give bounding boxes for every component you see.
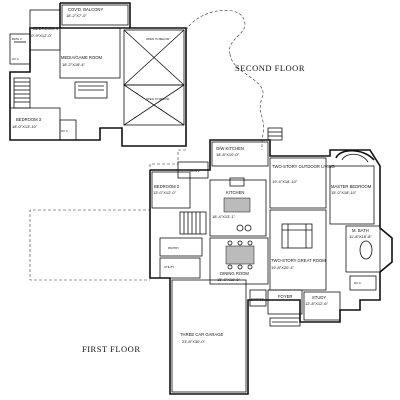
outdoor-label: TWO-STORY OUTDOOR LIVING — [272, 164, 335, 169]
utility-room — [159, 257, 201, 279]
wic-b-room — [59, 119, 77, 141]
bedroom2-label: BEDROOM 2 — [154, 184, 180, 189]
master-bath-dims: 11'-8"X18'-8" — [349, 234, 372, 239]
great-room — [269, 209, 327, 291]
first-floor-title: FIRST FLOOR — [82, 344, 140, 354]
great-room-seating — [281, 223, 313, 249]
kitchen-label: KITCHEN — [226, 190, 244, 195]
kitchen-dims: 18'-4"X13'-1" — [212, 214, 236, 219]
roof-outline — [185, 9, 264, 150]
master-room — [329, 165, 375, 225]
dining-label: DINING ROOM — [220, 271, 249, 276]
powder-room — [249, 289, 267, 307]
second-floor-title: SECOND FLOOR — [235, 63, 305, 73]
study-dims: 12'-8"X12'-6" — [305, 301, 329, 306]
kitchen-island — [223, 197, 251, 213]
dining-room — [209, 237, 269, 285]
media-label: MEDIA/GAME ROOM — [61, 55, 102, 60]
balcony-dims: 18'-2"X7'-0" — [66, 13, 87, 18]
second-floor-plan: COV'D. BALCONY 18'-2"X7'-0" BEDROOM 4 10… — [9, 2, 264, 150]
bath2-label: BATH 2 — [190, 169, 200, 173]
powder-label: POWDER — [251, 297, 264, 301]
outdoor-dims: 19'-4"X18'-10" — [272, 179, 298, 184]
open-below-2-label: OPEN TO BELOW — [146, 97, 170, 101]
kitchen-ow-dims: 18'-8"X10'-0" — [216, 152, 240, 157]
front-steps — [269, 317, 301, 327]
utility-label: UTILITY — [164, 265, 175, 269]
balcony-room — [61, 4, 129, 26]
bedroom3-label: BEDROOM 3 — [16, 117, 42, 122]
second-floor-stairs — [13, 77, 31, 109]
study-label: STUDY — [312, 295, 326, 300]
first-floor-plan: O/W KITCHEN 18'-8"X10'-0" TWO-STORY OUTD… — [29, 127, 393, 395]
foyer-label: FOYER — [278, 294, 292, 299]
bedroom3-dims: 18'-0"X13'-10" — [12, 124, 38, 129]
master-label: MASTER BEDROOM — [331, 184, 372, 189]
bath3-room — [9, 33, 31, 65]
bedroom2-room — [151, 171, 191, 209]
garage-room — [171, 279, 247, 393]
pantry-label: PANTRY — [168, 246, 179, 250]
garage-label: THREE CAR GARAGE — [180, 332, 223, 337]
master-dims: 15'-0"X18'-10" — [331, 190, 357, 195]
bath3-label: BATH 3 — [12, 37, 22, 41]
dining-dims: 15'-8"X18'-6" — [217, 277, 241, 282]
bath2-room — [177, 161, 209, 179]
bedroom2-dims: 13'-0"X12'-0" — [153, 190, 177, 195]
dining-table — [225, 245, 255, 265]
study-room — [303, 291, 341, 321]
open-below-1-label: OPEN TO BELOW — [146, 37, 170, 41]
wic-a-label: W.I.C. — [12, 57, 20, 61]
wic-label: W.I.C. — [354, 281, 362, 285]
master-bath-room — [345, 225, 381, 273]
balcony-label: COV'D. BALCONY — [68, 7, 103, 12]
kitchen-ow-room — [211, 141, 269, 167]
great-label: TWO-STORY GREAT ROOM — [271, 258, 326, 263]
wic-room — [349, 275, 377, 291]
pantry-room — [159, 237, 203, 257]
kitchen-ow-label: O/W KITCHEN — [216, 146, 244, 151]
wic-b-label: W.I.C. — [61, 129, 69, 133]
master-bath-label: M. BATH — [352, 228, 369, 233]
garage-dims: 23'-8"X30'-0" — [182, 339, 206, 344]
kitchen-room — [209, 179, 267, 237]
media-room — [59, 27, 121, 79]
first-floor-stairs — [179, 211, 207, 235]
back-steps — [267, 127, 283, 141]
open-below-2 — [123, 84, 185, 126]
media-dims: 18'-2"X18'-4" — [62, 62, 86, 67]
foyer-room — [267, 289, 303, 315]
bedroom4-label: BEDROOM 4 — [33, 26, 59, 31]
great-dims: 19'-8"X20'-4" — [271, 265, 295, 270]
outdoor-room — [269, 157, 327, 209]
bedroom4-dims: 10'-9"X12'-0" — [29, 33, 53, 38]
